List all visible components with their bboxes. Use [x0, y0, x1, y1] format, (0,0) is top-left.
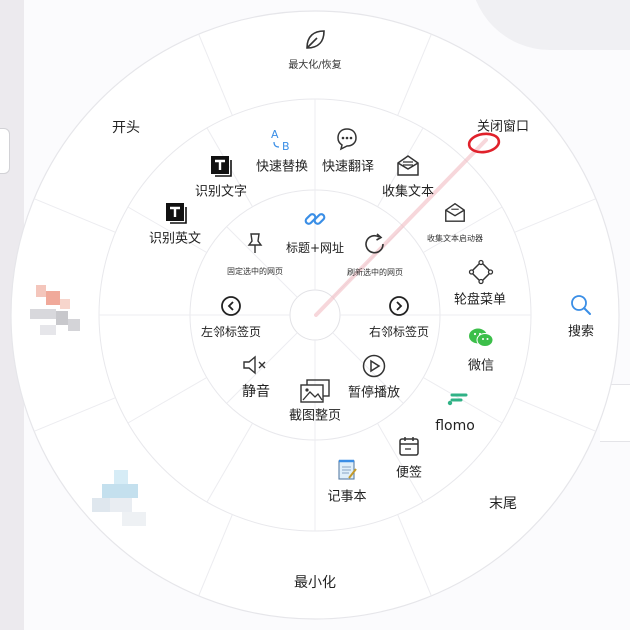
middle-divider [423, 206, 503, 253]
maximize-restore-label[interactable]: 最大化/恢复 [288, 60, 342, 71]
screenshot-page-label[interactable]: 截图整页 [288, 408, 342, 424]
english-recognition-icon[interactable] [164, 201, 188, 225]
screenshot-page-icon[interactable] [299, 378, 331, 404]
gesture-trail [314, 138, 488, 317]
blurred-image-bottom-left [92, 470, 152, 530]
quick-translate-label[interactable]: 快速翻译 [321, 159, 375, 175]
chat-bubble-icon[interactable] [334, 126, 360, 152]
leaf-icon[interactable] [302, 27, 328, 53]
background-right-panel [600, 384, 630, 442]
svg-text:A: A [271, 128, 279, 141]
svg-text:B: B [282, 140, 290, 153]
envelope-launcher-icon[interactable] [443, 200, 467, 224]
mute-speaker-icon[interactable] [241, 354, 269, 376]
outer-divider [198, 33, 233, 116]
text-recognition-icon[interactable] [209, 154, 233, 178]
pin-selected-label[interactable]: 固定选中的网页 [227, 267, 283, 276]
recognize-text-label[interactable]: 识别文字 [194, 184, 248, 200]
sector-dividers [33, 33, 597, 597]
go-end-label[interactable]: 末尾 [489, 496, 517, 512]
wechat-icon[interactable] [467, 326, 495, 350]
inner-divider [226, 226, 298, 298]
title-url-label[interactable]: 标题+网址 [285, 241, 345, 255]
blurred-image-left [30, 285, 80, 345]
middle-divider [127, 377, 207, 424]
chevron-left-icon[interactable] [220, 295, 242, 317]
middle-divider [206, 423, 253, 503]
link-icon[interactable] [303, 207, 327, 231]
wheel-menu-icon[interactable] [468, 259, 494, 285]
notepad-label[interactable]: 记事本 [327, 489, 367, 505]
search-label[interactable]: 搜索 [567, 324, 595, 340]
outer-divider [397, 33, 432, 116]
quick-replace-label[interactable]: 快速替换 [255, 159, 309, 175]
minimize-label[interactable]: 最小化 [294, 575, 336, 591]
flomo-label[interactable]: flomo [435, 418, 475, 434]
calendar-note-icon[interactable] [397, 434, 421, 458]
chevron-right-icon[interactable] [388, 295, 410, 317]
close-window-label[interactable]: 关闭窗口 [476, 119, 530, 135]
outer-divider [33, 397, 116, 432]
wechat-label[interactable]: 微信 [467, 358, 495, 374]
envelope-open-icon[interactable] [395, 152, 421, 178]
play-circle-icon[interactable] [361, 353, 387, 379]
middle-divider [206, 127, 253, 207]
outer-divider [514, 397, 597, 432]
outer-divider [397, 514, 432, 597]
pin-icon[interactable] [243, 231, 267, 255]
refresh-selected-label[interactable]: 刷新选中的网页 [347, 268, 403, 277]
middle-divider [423, 377, 503, 424]
refresh-icon[interactable] [362, 232, 388, 258]
go-start-label[interactable]: 开头 [112, 120, 140, 136]
inner-divider [226, 332, 298, 404]
middle-divider [127, 206, 207, 253]
outer-divider [33, 198, 116, 233]
wheel-menu-label[interactable]: 轮盘菜单 [453, 292, 507, 308]
outer-divider [514, 198, 597, 233]
collect-text-label[interactable]: 收集文本 [381, 184, 435, 200]
annotation-circle [467, 132, 501, 154]
flomo-icon[interactable] [446, 391, 468, 407]
mute-label[interactable]: 静音 [242, 384, 270, 400]
collect-text-launcher-label[interactable]: 收集文本启动器 [427, 234, 483, 243]
middle-divider [377, 127, 424, 207]
right-tab-label[interactable]: 右邻标签页 [368, 325, 430, 339]
inner-divider [332, 332, 404, 404]
background-edge-tab [0, 128, 10, 174]
left-tab-label[interactable]: 左邻标签页 [200, 325, 262, 339]
notepad-icon[interactable] [335, 458, 359, 482]
search-icon[interactable] [569, 293, 593, 317]
sticky-note-label[interactable]: 便签 [395, 465, 423, 481]
outer-divider [198, 514, 233, 597]
recognize-english-label[interactable]: 识别英文 [148, 231, 202, 247]
middle-divider [377, 423, 424, 503]
pause-play-label[interactable]: 暂停播放 [347, 385, 401, 401]
